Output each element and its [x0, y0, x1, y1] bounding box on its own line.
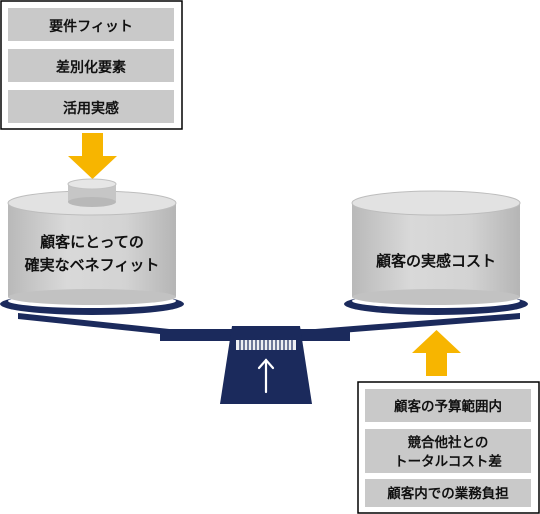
factor-budget-range: 顧客の予算範囲内 [394, 398, 502, 415]
benefit-weight: 顧客にとっての 確実なベネフィット [7, 178, 177, 305]
factor-differentiation: 差別化要素 [56, 59, 126, 76]
up-arrow-icon [412, 330, 461, 376]
benefit-weight-label-line1: 顧客にとっての [40, 233, 144, 251]
factor-requirement-fit: 要件フィット [49, 18, 133, 35]
cost-factors-box: 顧客の予算範囲内 競合他社との トータルコスト差 顧客内での業務負担 [357, 381, 540, 514]
up-arrow-icon [257, 358, 275, 394]
factor-cell [8, 90, 174, 123]
factor-cell [365, 429, 531, 473]
factor-cell [8, 8, 174, 41]
benefit-weight-label-line2: 確実なベネフィット [24, 256, 160, 274]
cost-weight-label: 顧客の実感コスト [376, 252, 496, 270]
factor-competitor-line2: トータルコスト差 [394, 453, 502, 470]
factor-cell [365, 389, 531, 422]
factor-usage-feel: 活用実感 [63, 100, 119, 117]
factor-cell [8, 49, 174, 82]
cost-weight: 顧客の実感コスト [351, 190, 521, 305]
factor-work-burden: 顧客内での業務負担 [387, 485, 509, 502]
factor-competitor-line1: 競合他社との [408, 434, 489, 451]
scale-pivot [220, 326, 312, 404]
factor-cell [365, 479, 531, 507]
benefit-factors-box: 要件フィット 差別化要素 活用実感 [0, 0, 183, 130]
down-arrow-icon [68, 133, 117, 179]
